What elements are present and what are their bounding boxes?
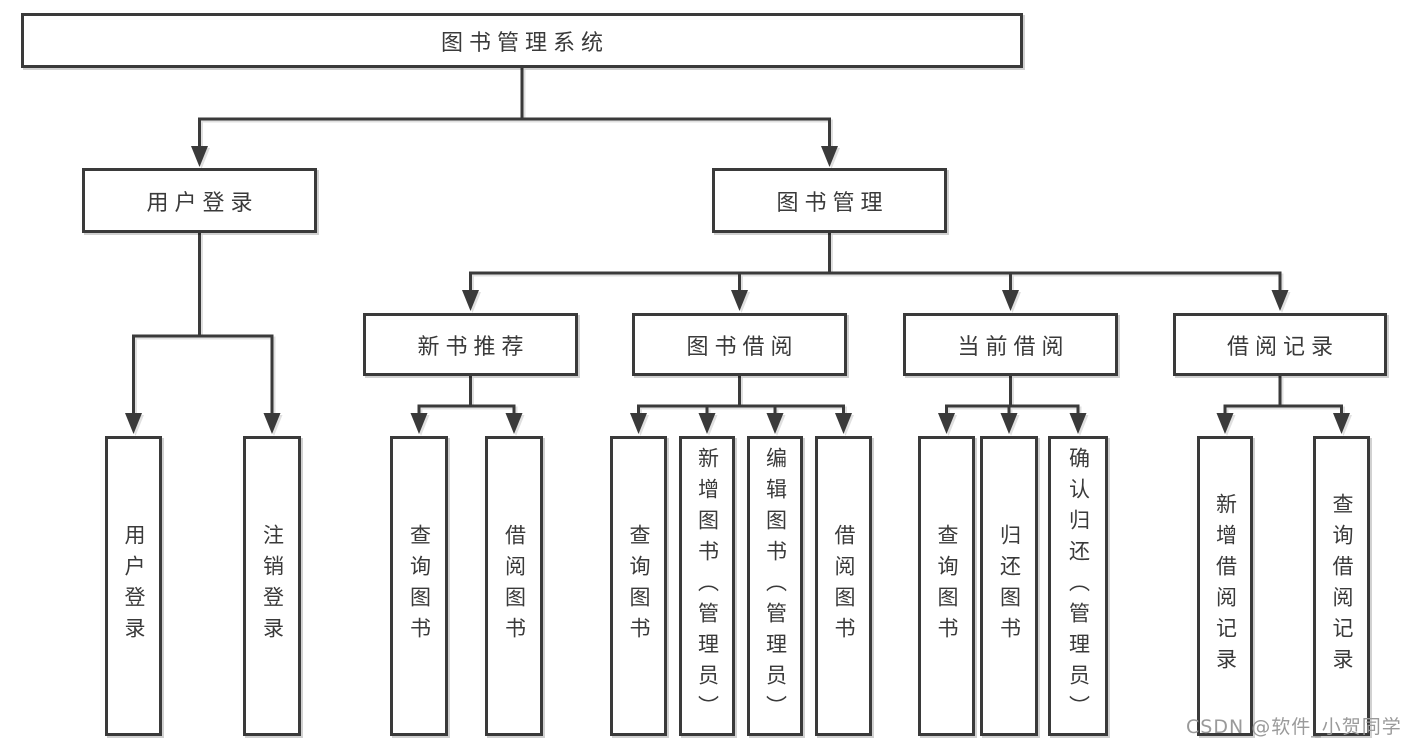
node-book-management: 图书管理 xyxy=(712,168,947,233)
node-label: 借阅图书 xyxy=(502,524,527,648)
leaf-borrowing-borrow-books: 借阅图书 xyxy=(815,436,872,736)
arrow-down-icon xyxy=(125,413,142,434)
node-label: 借阅记录 xyxy=(1226,334,1339,360)
node-new-book-recommend: 新书推荐 xyxy=(363,313,578,376)
leaf-recommend-borrow-books: 借阅图书 xyxy=(485,436,543,736)
node-label: 查询图书 xyxy=(407,524,432,648)
leaf-logout: 注销登录 xyxy=(243,436,301,736)
node-label: 用户登录 xyxy=(122,524,146,648)
leaf-return-books: 归还图书 xyxy=(980,436,1038,736)
arrow-down-icon xyxy=(1271,290,1289,311)
arrow-down-icon xyxy=(505,413,523,434)
node-label: 图书管理 xyxy=(776,190,889,216)
node-label: 图书借阅 xyxy=(686,334,799,360)
node-label: 查询借阅记录 xyxy=(1330,493,1354,679)
leaf-user-login: 用户登录 xyxy=(105,436,162,736)
node-label: 确认归还（管理员） xyxy=(1066,446,1091,726)
arrow-down-icon xyxy=(1002,290,1019,311)
node-label: 当前借阅 xyxy=(957,334,1070,360)
node-label: 编辑图书（管理员） xyxy=(763,446,788,726)
arrow-down-icon xyxy=(698,413,716,434)
node-label: 归还图书 xyxy=(997,524,1022,648)
node-label: 新增图书（管理员） xyxy=(695,446,720,726)
node-label: 查询图书 xyxy=(935,524,959,648)
leaf-add-book-admin: 新增图书（管理员） xyxy=(679,436,735,736)
leaf-add-borrow-record: 新增借阅记录 xyxy=(1197,436,1253,736)
arrow-down-icon xyxy=(1069,413,1087,434)
node-label: 图书管理系统 xyxy=(440,30,609,56)
arrow-down-icon xyxy=(821,146,838,167)
arrow-down-icon xyxy=(938,413,955,434)
connector-path xyxy=(132,68,1343,417)
arrow-down-icon xyxy=(191,146,208,167)
arrow-down-icon xyxy=(630,413,647,434)
arrow-down-icon xyxy=(766,413,784,434)
node-library-system: 图书管理系统 xyxy=(21,13,1023,68)
arrow-down-icon xyxy=(731,290,748,311)
arrow-down-icon xyxy=(263,413,281,434)
watermark: CSDN @软件_小贺同学 xyxy=(1186,716,1402,738)
arrow-down-icon xyxy=(1333,413,1350,434)
leaf-edit-book-admin: 编辑图书（管理员） xyxy=(747,436,803,736)
node-current-borrowing: 当前借阅 xyxy=(903,313,1118,376)
leaf-confirm-return-admin: 确认归还（管理员） xyxy=(1048,436,1108,736)
arrow-down-icon xyxy=(835,413,852,434)
node-book-borrowing: 图书借阅 xyxy=(632,313,847,376)
arrow-down-icon xyxy=(1216,413,1234,434)
leaf-recommend-query-books: 查询图书 xyxy=(390,436,448,736)
node-label: 借阅图书 xyxy=(832,524,856,648)
arrow-down-icon xyxy=(462,290,479,311)
arrow-down-icon xyxy=(1000,413,1018,434)
node-user-login: 用户登录 xyxy=(82,168,317,233)
leaf-current-query-books: 查询图书 xyxy=(918,436,975,736)
leaf-query-borrow-record: 查询借阅记录 xyxy=(1313,436,1370,736)
node-label: 新增借阅记录 xyxy=(1213,493,1238,679)
node-borrowing-records: 借阅记录 xyxy=(1173,313,1387,376)
arrow-down-icon xyxy=(410,413,428,434)
node-label: 新书推荐 xyxy=(417,334,530,360)
node-label: 注销登录 xyxy=(260,524,285,648)
node-label: 用户登录 xyxy=(146,190,259,216)
leaf-borrowing-query-books: 查询图书 xyxy=(610,436,667,736)
node-label: 查询图书 xyxy=(627,524,651,648)
